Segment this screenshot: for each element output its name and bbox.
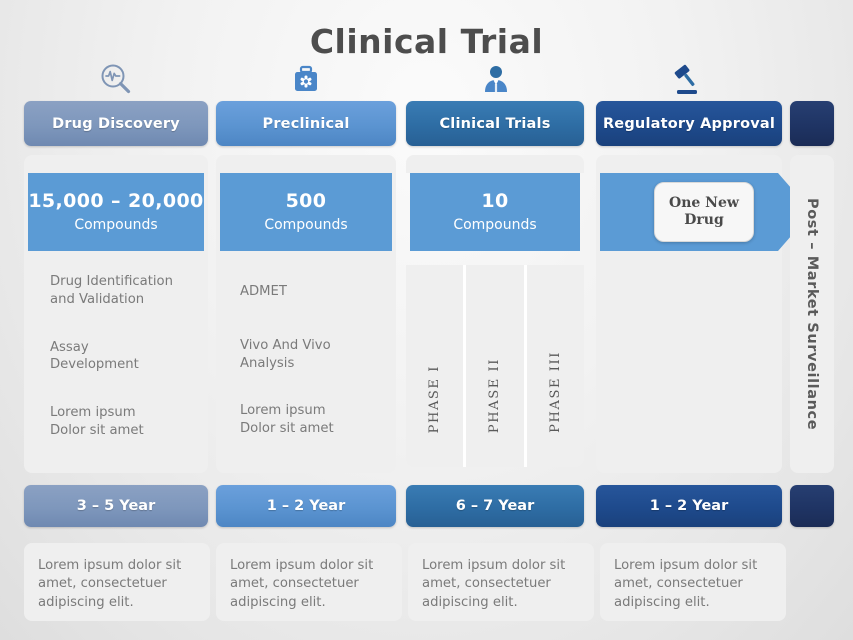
stage-header-preclinical[interactable]: Preclinical	[216, 101, 396, 146]
compound-count-number: 15,000 – 20,000	[28, 190, 204, 213]
bullet-item: ADMET	[240, 284, 287, 299]
phase-columns: PHASE I PHASE II PHASE III	[406, 265, 584, 467]
duration-label: 6 – 7 Year	[455, 498, 535, 514]
stage-header-drug-discovery[interactable]: Drug Discovery	[24, 101, 208, 146]
compound-count-box: 10 Compounds	[410, 173, 580, 251]
duration-label: 1 – 2 Year	[266, 498, 346, 514]
phase-label: PHASE III	[547, 351, 563, 433]
stage-note-clinical-trials: Lorem ipsum dolor sit amet, consectetuer…	[408, 543, 594, 621]
stage-header-label: Drug Discovery	[52, 115, 180, 132]
compound-count-number: 10	[481, 190, 509, 213]
note-text: Lorem ipsum dolor sit amet, consectetuer…	[230, 558, 374, 610]
phase-label: PHASE II	[487, 357, 503, 433]
one-new-drug-callout[interactable]: One New Drug	[654, 182, 754, 242]
phase-label: PHASE I	[427, 364, 443, 433]
page-title: Clinical Trial	[309, 22, 544, 61]
stage-panel-regulatory-approval: One New Drug	[596, 155, 812, 473]
stage-panel-preclinical: 500 Compounds ADMET Vivo And Vivo Analys…	[216, 155, 396, 473]
phase-column-1[interactable]: PHASE I	[406, 265, 464, 467]
compound-count-box: 500 Compounds	[220, 173, 392, 251]
stage-header-regulatory-approval[interactable]: Regulatory Approval	[596, 101, 782, 146]
compound-count-label: Compounds	[264, 216, 348, 233]
compound-count-label: Compounds	[74, 216, 158, 233]
compound-count-box: 15,000 – 20,000 Compounds	[28, 173, 204, 251]
stage-icon-row	[0, 59, 853, 97]
duration-label: 1 – 2 Year	[649, 498, 729, 514]
bullet-item: Vivo And Vivo Analysis	[240, 337, 331, 371]
duration-bar-regulatory-approval[interactable]: 1 – 2 Year	[596, 485, 782, 527]
stage-header-post-market[interactable]	[790, 101, 834, 146]
bullet-item: Drug Identification and Validation	[50, 274, 173, 307]
post-market-label: Post – Market Surveillance	[804, 197, 820, 431]
note-text: Lorem ipsum dolor sit amet, consectetuer…	[38, 558, 182, 610]
duration-bar-post-market[interactable]	[790, 485, 834, 527]
gavel-icon	[667, 59, 707, 97]
bullet-item: Lorem ipsum Dolor sit amet	[240, 403, 334, 437]
duration-bar-clinical-trials[interactable]: 6 – 7 Year	[406, 485, 584, 527]
stage-bullet-list: ADMET Vivo And Vivo Analysis Lorem ipsum…	[240, 283, 384, 438]
stage-panel-drug-discovery: 15,000 – 20,000 Compounds Drug Identific…	[24, 155, 208, 473]
duration-bar-drug-discovery[interactable]: 3 – 5 Year	[24, 485, 208, 527]
stage-note-drug-discovery: Lorem ipsum dolor sit amet, consectetuer…	[24, 543, 210, 621]
doctor-person-icon	[476, 59, 516, 97]
stage-panel-clinical-trials: 10 Compounds PHASE I PHASE II PHASE III	[406, 155, 584, 473]
duration-bar-preclinical[interactable]: 1 – 2 Year	[216, 485, 396, 527]
compound-count-label: Compounds	[453, 216, 537, 233]
panel-top-fill	[406, 155, 584, 173]
compound-count-number: 500	[285, 190, 327, 213]
stage-header-label: Regulatory Approval	[602, 115, 776, 132]
stage-header-label: Clinical Trials	[439, 115, 551, 132]
medical-kit-icon	[286, 59, 326, 97]
phase-column-3[interactable]: PHASE III	[523, 265, 584, 467]
stage-panel-post-market: Post – Market Surveillance	[790, 155, 834, 473]
phase-column-2[interactable]: PHASE II	[463, 265, 524, 467]
stage-bullet-list: Drug Identification and Validation Assay…	[50, 273, 196, 440]
magnifier-pulse-icon	[96, 59, 136, 97]
stage-note-preclinical: Lorem ipsum dolor sit amet, consectetuer…	[216, 543, 402, 621]
duration-label: 3 – 5 Year	[76, 498, 156, 514]
stage-header-label: Preclinical	[262, 115, 350, 132]
stage-header-clinical-trials[interactable]: Clinical Trials	[406, 101, 584, 146]
note-text: Lorem ipsum dolor sit amet, consectetuer…	[422, 558, 566, 610]
bullet-item: Assay Development	[50, 339, 139, 373]
bullet-item: Lorem ipsum Dolor sit amet	[50, 405, 144, 439]
note-text: Lorem ipsum dolor sit amet, consectetuer…	[614, 558, 758, 610]
stage-note-regulatory-approval: Lorem ipsum dolor sit amet, consectetuer…	[600, 543, 786, 621]
